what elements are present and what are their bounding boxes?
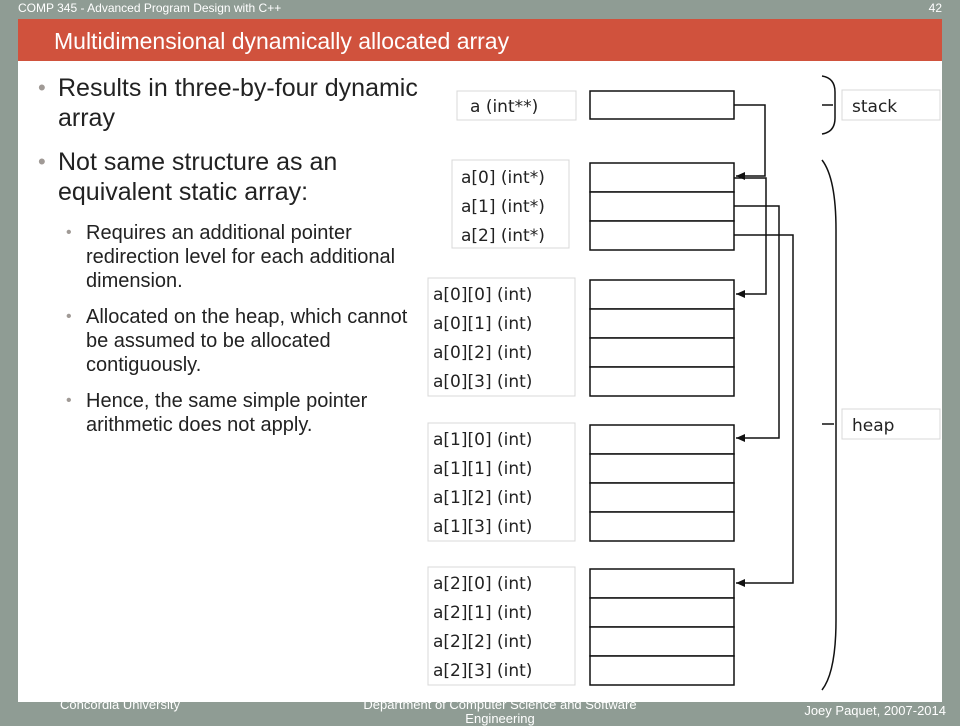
element-cell (589, 279, 735, 310)
heap-label: heap (852, 416, 894, 436)
row-pointer-cell (589, 162, 735, 193)
element-cell (589, 482, 735, 513)
slide-title: Multidimensional dynamically allocated a… (54, 28, 510, 54)
pointer-arrow (734, 234, 794, 587)
row-pointer-label: a[0] (int*) (461, 168, 545, 188)
course-label: COMP 345 - Advanced Program Design with … (18, 1, 282, 15)
row-label-box (427, 277, 576, 397)
element-cell (589, 655, 735, 686)
footer-department: Department of Computer Science and Softw… (363, 697, 637, 726)
bullet-dot-icon: • (66, 392, 72, 409)
row-pointer-cell (589, 220, 735, 251)
row-pointer-cell (589, 191, 735, 222)
element-label: a[1][3] (int) (433, 517, 532, 537)
element-cell (589, 597, 735, 628)
element-cell (589, 511, 735, 542)
pointer-cell (589, 90, 735, 120)
element-cell (589, 453, 735, 484)
row-pointer-label: a[2] (int*) (461, 226, 545, 246)
row-label-box (427, 566, 576, 686)
element-cell (589, 424, 735, 455)
bullet-item: • Results in three-by-four dynamic array (38, 73, 428, 133)
element-label: a[2][3] (int) (433, 661, 532, 681)
stack-label: stack (852, 97, 897, 117)
bullet-dot-icon: • (66, 308, 72, 325)
element-label: a[1][0] (int) (433, 430, 532, 450)
element-cell (589, 626, 735, 657)
row-pointer-label-box (451, 159, 570, 249)
page-number: 42 (928, 1, 942, 15)
element-label: a[2][1] (int) (433, 603, 532, 623)
element-label: a[2][2] (int) (433, 632, 532, 652)
sub-bullet-text: Requires an additional pointer redirecti… (86, 222, 396, 292)
element-label: a[0][1] (int) (433, 314, 532, 334)
bullet-dot-icon: • (38, 149, 46, 174)
sub-bullet-text: Hence, the same simple pointer arithmeti… (86, 390, 368, 436)
bullet-item: • Not same structure as an equivalent st… (38, 147, 428, 207)
title-bar: Multidimensional dynamically allocated a… (18, 19, 942, 61)
footer-university: Concordia University (60, 697, 180, 712)
bullet-list: • Results in three-by-four dynamic array… (38, 73, 428, 449)
heap-brace (821, 159, 837, 691)
bullet-dot-icon: • (38, 75, 46, 100)
stack-brace (821, 75, 836, 135)
sub-bullet-item: • Requires an additional pointer redirec… (38, 221, 428, 293)
slide-content: • Results in three-by-four dynamic array… (18, 61, 942, 702)
element-label: a[2][0] (int) (433, 574, 532, 594)
row-label-box (427, 422, 576, 542)
pointer-arrow (734, 104, 766, 180)
pointer-arrow (734, 205, 780, 442)
element-cell (589, 308, 735, 339)
bullet-dot-icon: • (66, 224, 72, 241)
pointer-label: a (int**) (470, 97, 538, 117)
element-label: a[0][2] (int) (433, 343, 532, 363)
footer-author: Joey Paquet, 2007-2014 (804, 703, 946, 718)
element-label: a[0][3] (int) (433, 372, 532, 392)
sub-bullet-text: Allocated on the heap, which cannot be a… (86, 306, 408, 376)
sub-bullet-item: • Hence, the same simple pointer arithme… (38, 389, 428, 437)
heap-label-box (841, 408, 941, 440)
pointer-arrow (734, 177, 767, 298)
element-label: a[0][0] (int) (433, 285, 532, 305)
row-pointer-label: a[1] (int*) (461, 197, 545, 217)
bullet-text: Not same structure as an equivalent stat… (58, 148, 338, 206)
element-cell (589, 568, 735, 599)
element-label: a[1][1] (int) (433, 459, 532, 479)
bullet-text: Results in three-by-four dynamic array (58, 74, 418, 132)
top-bar: COMP 345 - Advanced Program Design with … (0, 0, 960, 18)
element-cell (589, 337, 735, 368)
element-label: a[1][2] (int) (433, 488, 532, 508)
stack-label-box (841, 89, 941, 121)
pointer-label-box (456, 90, 577, 121)
sub-bullet-item: • Allocated on the heap, which cannot be… (38, 305, 428, 377)
element-cell (589, 366, 735, 397)
